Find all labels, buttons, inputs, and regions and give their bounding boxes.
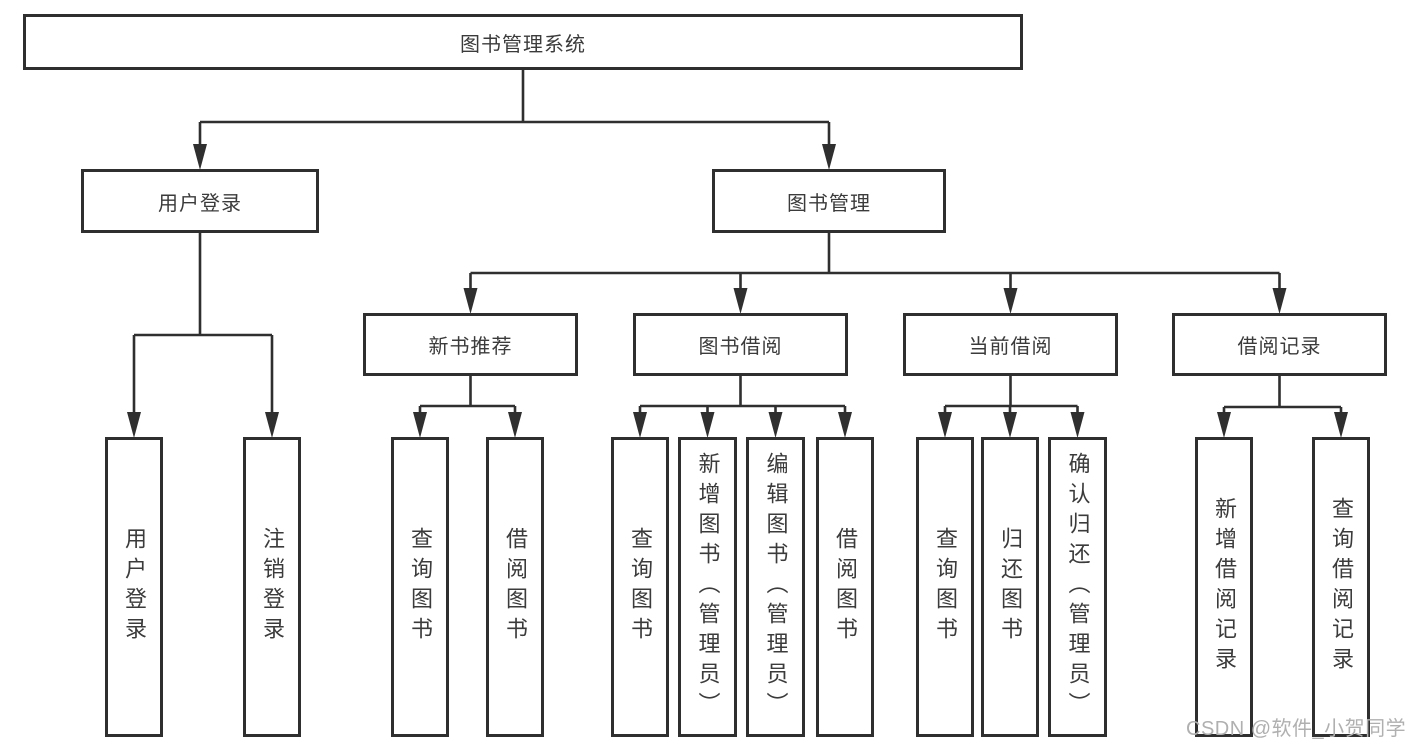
- node-leaf-query-book-3: 查询图书: [916, 437, 974, 737]
- node-label: 借阅记录: [1237, 336, 1322, 358]
- node-label: 归还图书: [998, 527, 1023, 647]
- arrowhead-icon: [633, 412, 647, 438]
- node-leaf-query-book-2: 查询图书: [611, 437, 669, 737]
- node-label: 查询图书: [408, 527, 433, 647]
- arrowhead-icon: [1217, 412, 1231, 438]
- node-label: 新增借阅记录: [1212, 497, 1237, 677]
- node-label: 确认归还（管理员）: [1065, 452, 1091, 722]
- node-leaf-confirm-return: 确认归还（管理员）: [1048, 437, 1107, 737]
- arrowhead-icon: [700, 412, 715, 438]
- node-root: 图书管理系统: [23, 14, 1023, 70]
- node-current-borrow: 当前借阅: [903, 313, 1118, 376]
- arrowhead-icon: [1334, 412, 1348, 438]
- arrowhead-icon: [508, 412, 522, 438]
- node-label: 图书管理系统: [460, 33, 586, 56]
- arrowhead-icon: [733, 288, 748, 314]
- watermark: CSDN @软件_小贺同学: [1186, 718, 1405, 740]
- arrowhead-icon: [938, 412, 952, 438]
- arrowhead-icon: [413, 412, 427, 438]
- arrowhead-icon: [838, 412, 852, 438]
- node-book-mgmt: 图书管理: [712, 169, 946, 233]
- arrowhead-icon: [1003, 288, 1018, 314]
- node-label: 借阅图书: [503, 527, 528, 647]
- node-leaf-logout: 注销登录: [243, 437, 301, 737]
- node-label: 用户登录: [158, 192, 242, 215]
- node-label: 查询借阅记录: [1329, 497, 1354, 677]
- node-new-book-rec: 新书推荐: [363, 313, 578, 376]
- node-leaf-return-book: 归还图书: [981, 437, 1039, 737]
- arrowhead-icon: [1003, 412, 1017, 438]
- node-leaf-add-book: 新增图书（管理员）: [678, 437, 737, 737]
- node-label: 借阅图书: [833, 527, 858, 647]
- arrowhead-icon: [1272, 288, 1287, 314]
- node-label: 编辑图书（管理员）: [763, 452, 789, 722]
- node-user-login-group: 用户登录: [81, 169, 319, 233]
- arrowhead-icon: [1070, 412, 1085, 438]
- node-label: 用户登录: [122, 527, 147, 647]
- arrowhead-icon: [265, 412, 279, 438]
- node-book-borrow: 图书借阅: [633, 313, 848, 376]
- arrowhead-icon: [463, 288, 478, 314]
- node-leaf-query-book-1: 查询图书: [391, 437, 449, 737]
- node-label: 图书借阅: [698, 336, 783, 358]
- node-label: 注销登录: [260, 527, 285, 647]
- node-label: 查询图书: [933, 527, 958, 647]
- node-borrow-records: 借阅记录: [1172, 313, 1387, 376]
- node-label: 当前借阅: [968, 336, 1053, 358]
- node-leaf-query-borrow-record: 查询借阅记录: [1312, 437, 1370, 737]
- node-leaf-add-borrow-record: 新增借阅记录: [1195, 437, 1253, 737]
- node-label: 图书管理: [787, 192, 871, 215]
- node-label: 新书推荐: [428, 336, 513, 358]
- node-leaf-borrow-book-2: 借阅图书: [816, 437, 874, 737]
- node-leaf-user-login: 用户登录: [105, 437, 163, 737]
- arrowhead-icon: [193, 144, 207, 170]
- arrowhead-icon: [768, 412, 783, 438]
- node-leaf-borrow-book-1: 借阅图书: [486, 437, 544, 737]
- node-label: 新增图书（管理员）: [695, 452, 721, 722]
- arrowhead-icon: [822, 144, 836, 170]
- node-leaf-edit-book: 编辑图书（管理员）: [746, 437, 805, 737]
- arrowhead-icon: [127, 412, 141, 438]
- node-label: 查询图书: [628, 527, 653, 647]
